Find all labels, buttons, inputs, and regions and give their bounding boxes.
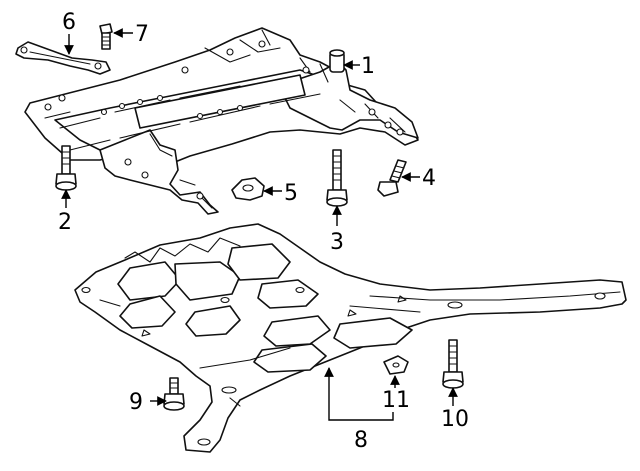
bolt-7[interactable] <box>99 23 113 50</box>
callout-11: 11 <box>382 388 410 413</box>
callout-labels: 1 2 3 4 5 6 7 8 9 10 11 <box>58 10 469 453</box>
clip-nut[interactable] <box>383 355 409 375</box>
leader-8-left <box>324 367 361 421</box>
splash-shield[interactable] <box>74 223 627 453</box>
bolt-3[interactable] <box>326 149 348 207</box>
callout-8: 8 <box>354 428 368 453</box>
leader-lines <box>61 28 458 421</box>
callout-7: 7 <box>135 22 149 47</box>
callout-9: 9 <box>129 390 143 415</box>
bolt-10[interactable] <box>442 339 464 389</box>
callout-2: 2 <box>58 210 72 235</box>
mount-bracket[interactable] <box>231 177 265 201</box>
bolt-2[interactable] <box>55 145 77 191</box>
bolt-9[interactable] <box>163 377 185 411</box>
callout-4: 4 <box>422 166 436 191</box>
leader-8-right <box>361 412 394 421</box>
callout-10: 10 <box>441 407 469 432</box>
callout-6: 6 <box>62 10 76 35</box>
engine-cradle[interactable] <box>24 27 419 215</box>
callout-5: 5 <box>284 181 298 206</box>
brace-bracket[interactable] <box>15 41 111 75</box>
bolt-4[interactable] <box>377 159 407 197</box>
callout-1: 1 <box>361 54 375 79</box>
callout-3: 3 <box>330 230 344 255</box>
